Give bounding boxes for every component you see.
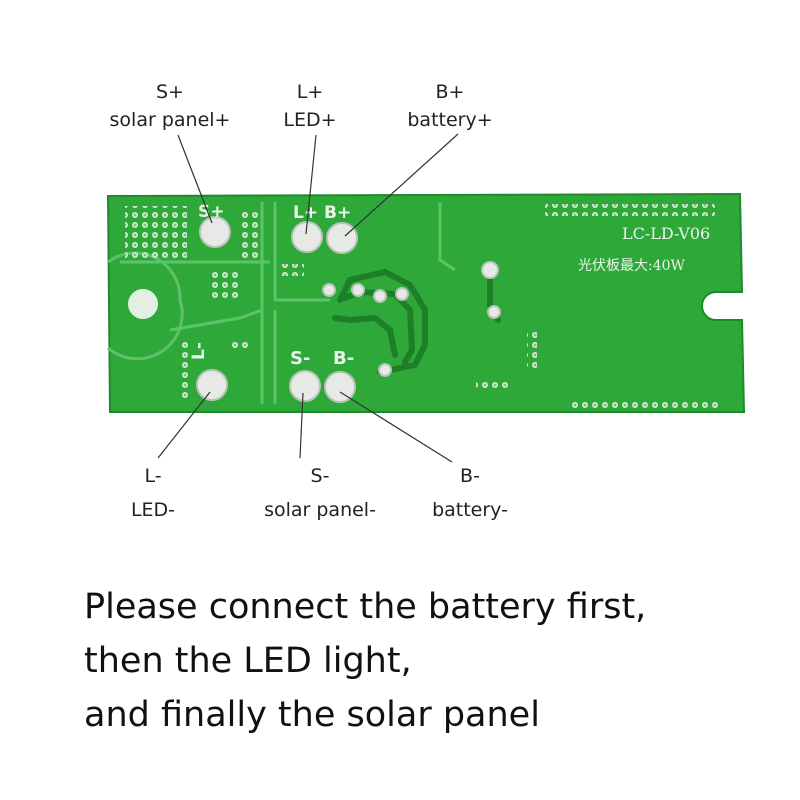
silk-l-minus: L- (189, 342, 209, 360)
silk-l-plus-b-plus: L+ B+ (293, 203, 351, 223)
pin-b-minus-name: battery- (432, 499, 508, 521)
label-battery-plus: B+ battery+ (395, 78, 505, 134)
pad-l-minus (196, 369, 228, 401)
pin-b-plus-name: battery+ (407, 109, 493, 131)
silk-s-minus: S- (290, 348, 310, 369)
silk-b-minus: B- (333, 348, 354, 369)
pin-l-minus-name: LED- (130, 499, 176, 521)
pad-b-plus (326, 222, 358, 254)
board-power-label: 光伏板最大:40W (578, 258, 686, 274)
pin-l-minus: L- (144, 465, 162, 487)
pin-l-plus-name: LED+ (283, 109, 337, 131)
pin-b-plus: B+ (435, 81, 465, 103)
label-led-plus: L+ LED+ (270, 78, 350, 134)
label-solar-panel-plus: S+ solar panel+ (95, 78, 245, 134)
label-led-minus: L- LED- (118, 462, 188, 524)
solder-pads (196, 216, 501, 403)
leader-lines (157, 133, 459, 463)
instruction-line-2: then the LED light, (84, 641, 412, 681)
wiring-instructions: Please connect the battery first, then t… (84, 580, 646, 742)
label-battery-minus: B- battery- (415, 462, 525, 524)
instruction-line-1: Please connect the battery first, (84, 587, 647, 627)
board-model: LC-LD-V06 (622, 224, 710, 243)
pcb-outline (106, 192, 746, 413)
pin-b-minus: B- (460, 465, 480, 487)
label-solar-panel-minus: S- solar panel- (245, 462, 395, 524)
pin-s-plus: S+ (156, 81, 184, 103)
pin-l-plus: L+ (296, 81, 324, 103)
pad-s-plus (199, 216, 231, 248)
pin-s-plus-name: solar panel+ (109, 109, 231, 131)
pin-s-minus: S- (310, 465, 330, 487)
instruction-line-3: and finally the solar panel (84, 695, 540, 735)
silk-s-plus: S+ (198, 202, 225, 222)
mounting-hole (128, 289, 158, 319)
pad-s-minus (289, 370, 321, 402)
pad-b-minus (324, 371, 356, 403)
pin-s-minus-name: solar panel- (264, 499, 376, 521)
